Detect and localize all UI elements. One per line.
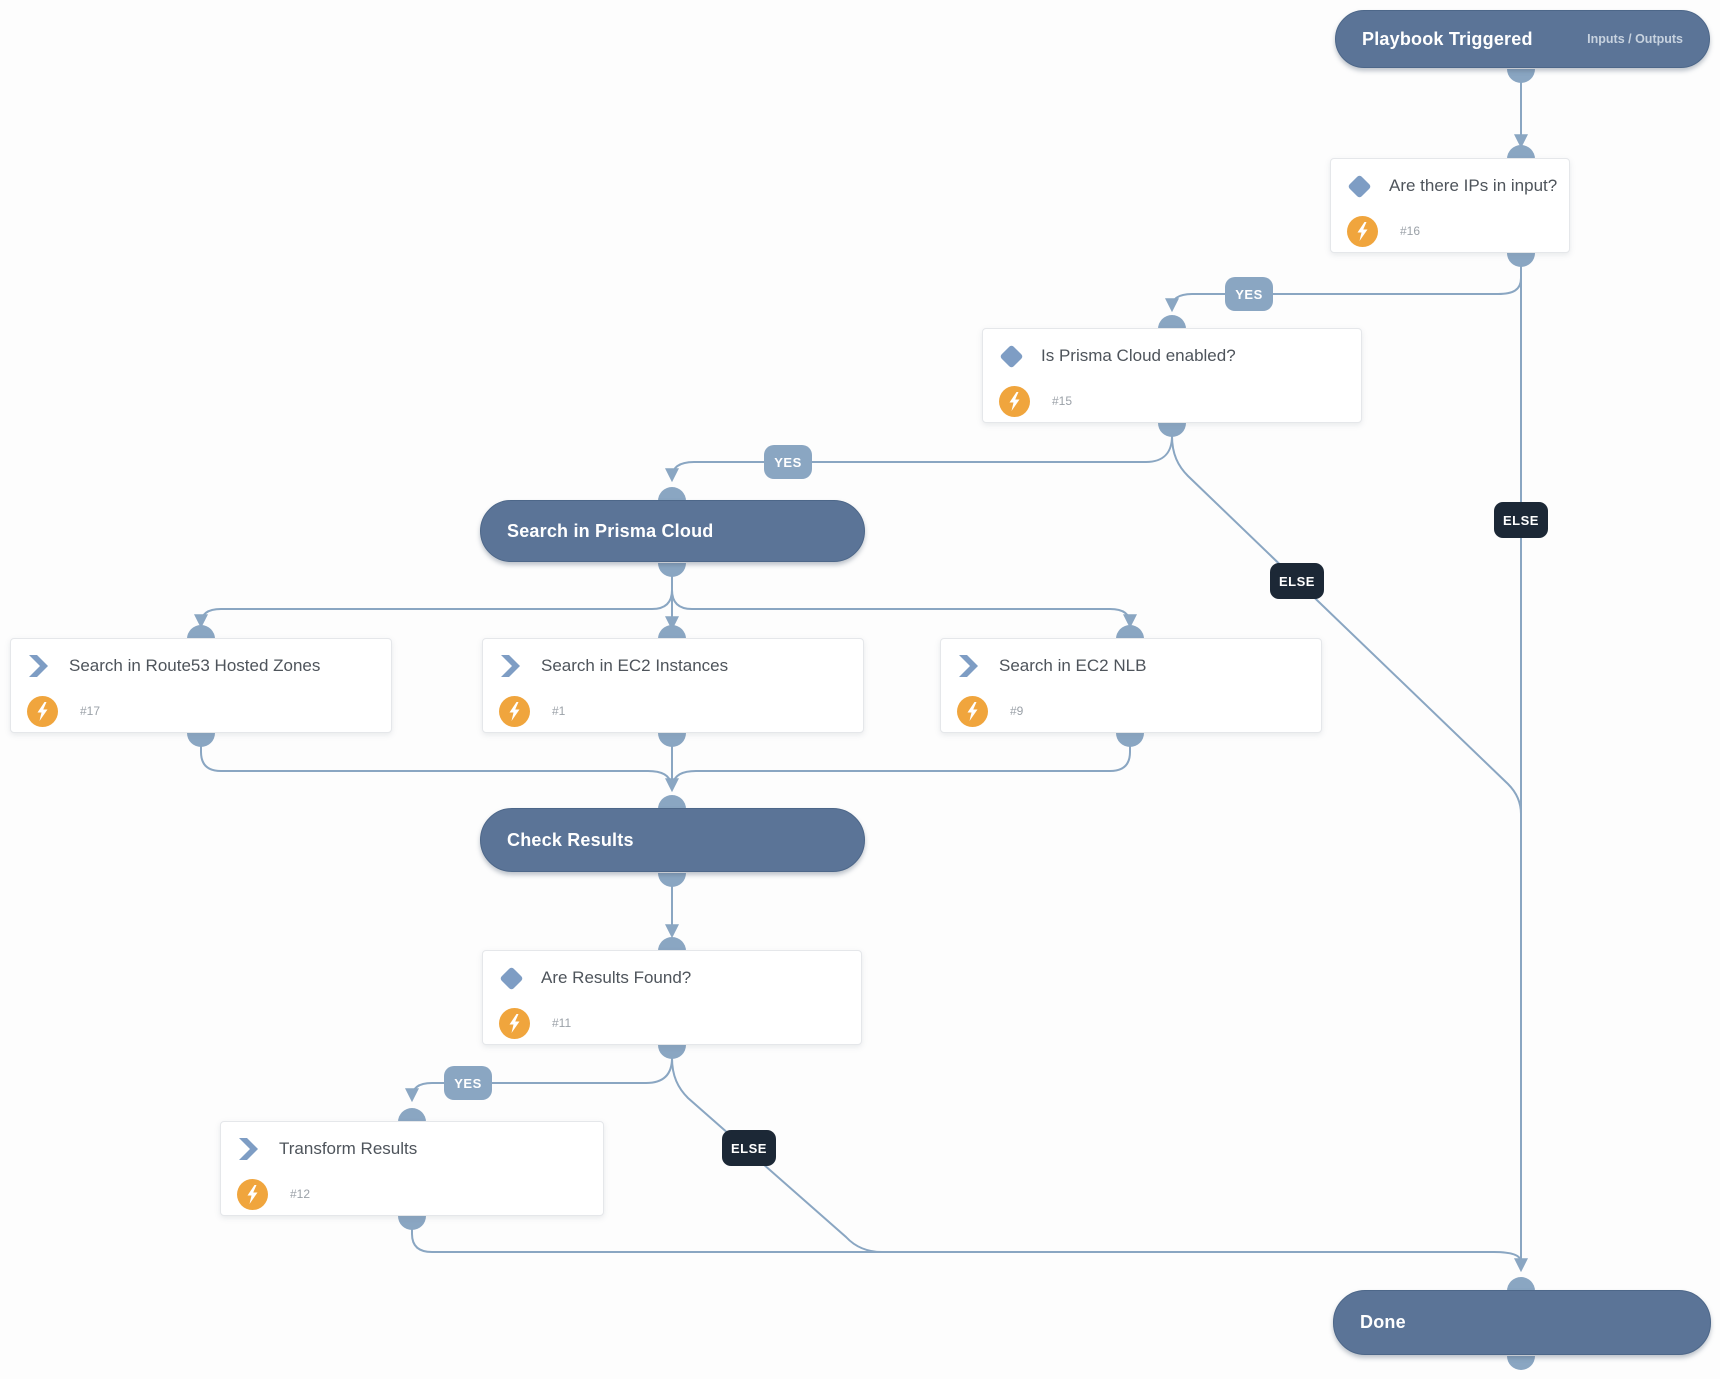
condition-diamond-icon <box>1346 173 1372 199</box>
node-title: Done <box>1360 1312 1406 1332</box>
node-is-prisma-cloud-enabled[interactable]: Is Prisma Cloud enabled? #15 <box>982 328 1362 423</box>
node-id: #15 <box>1052 394 1073 408</box>
edge-split-right <box>671 578 1137 629</box>
condition-diamond-icon <box>998 343 1024 369</box>
edge-merge-right <box>672 746 1131 785</box>
node-playbook-triggered[interactable]: Playbook Triggered Inputs / Outputs <box>1335 10 1710 68</box>
edge-split-left <box>194 578 673 629</box>
edge-label-else-cond16: ELSE <box>1494 502 1548 538</box>
node-title: Search in EC2 Instances <box>541 656 729 675</box>
node-id: #17 <box>80 704 101 718</box>
node-search-in-route53-hosted-zones[interactable]: Search in Route53 Hosted Zones #17 <box>10 638 392 733</box>
node-done[interactable]: Done <box>1333 1290 1711 1355</box>
edge-cond11-yes <box>405 1057 673 1103</box>
node-title: Search in EC2 NLB <box>999 656 1147 675</box>
node-search-in-ec2-nlb[interactable]: Search in EC2 NLB #9 <box>940 638 1322 733</box>
node-title: Search in Route53 Hosted Zones <box>69 656 321 675</box>
node-id: #9 <box>1010 704 1024 718</box>
node-title: Transform Results <box>279 1139 418 1158</box>
section-title: Check Results <box>507 829 634 850</box>
automation-bolt-icon <box>957 695 988 727</box>
node-id: #16 <box>1400 224 1421 238</box>
node-title: Are Results Found? <box>541 968 692 987</box>
edge-cond16-yes <box>1165 277 1522 313</box>
task-chevron-icon <box>27 654 51 678</box>
edge-cond15-else <box>1171 435 1522 815</box>
edge-label-yes-cond16: YES <box>1225 277 1273 311</box>
task-chevron-icon <box>237 1137 261 1161</box>
node-transform-results[interactable]: Transform Results #12 <box>220 1121 604 1216</box>
edge-label-else-cond15: ELSE <box>1270 563 1324 599</box>
edge-bottom-merge <box>411 1229 1522 1263</box>
connector-ports <box>187 69 1535 1370</box>
node-check-results[interactable]: Check Results <box>480 808 865 872</box>
automation-bolt-icon <box>499 1007 530 1039</box>
section-title: Search in Prisma Cloud <box>507 520 714 541</box>
inputs-outputs-link[interactable]: Inputs / Outputs <box>1587 32 1683 46</box>
task-chevron-icon <box>957 654 981 678</box>
automation-bolt-icon <box>499 695 530 727</box>
edge-label-else-cond11: ELSE <box>722 1130 776 1166</box>
node-search-in-prisma-cloud[interactable]: Search in Prisma Cloud <box>480 500 865 562</box>
automation-bolt-icon <box>237 1178 268 1210</box>
node-are-there-ips-in-input[interactable]: Are there IPs in input? #16 <box>1330 158 1570 253</box>
node-id: #1 <box>552 704 566 718</box>
edge-cond15-yes <box>665 435 1173 483</box>
edge-cond11-else <box>671 1057 898 1253</box>
node-title: Playbook Triggered <box>1362 28 1533 49</box>
automation-bolt-icon <box>1347 215 1378 247</box>
condition-diamond-icon <box>498 965 524 991</box>
automation-bolt-icon <box>999 385 1030 417</box>
automation-bolt-icon <box>27 695 58 727</box>
edge-label-yes-cond11: YES <box>444 1066 492 1100</box>
edge-label-yes-cond15: YES <box>764 445 812 479</box>
node-are-results-found[interactable]: Are Results Found? #11 <box>482 950 862 1045</box>
node-title: Is Prisma Cloud enabled? <box>1041 346 1236 365</box>
node-id: #11 <box>552 1016 572 1030</box>
node-search-in-ec2-instances[interactable]: Search in EC2 Instances #1 <box>482 638 864 733</box>
node-title: Are there IPs in input? <box>1389 176 1558 195</box>
node-id: #12 <box>290 1187 311 1201</box>
task-chevron-icon <box>499 654 523 678</box>
edge-merge-left <box>200 746 672 785</box>
